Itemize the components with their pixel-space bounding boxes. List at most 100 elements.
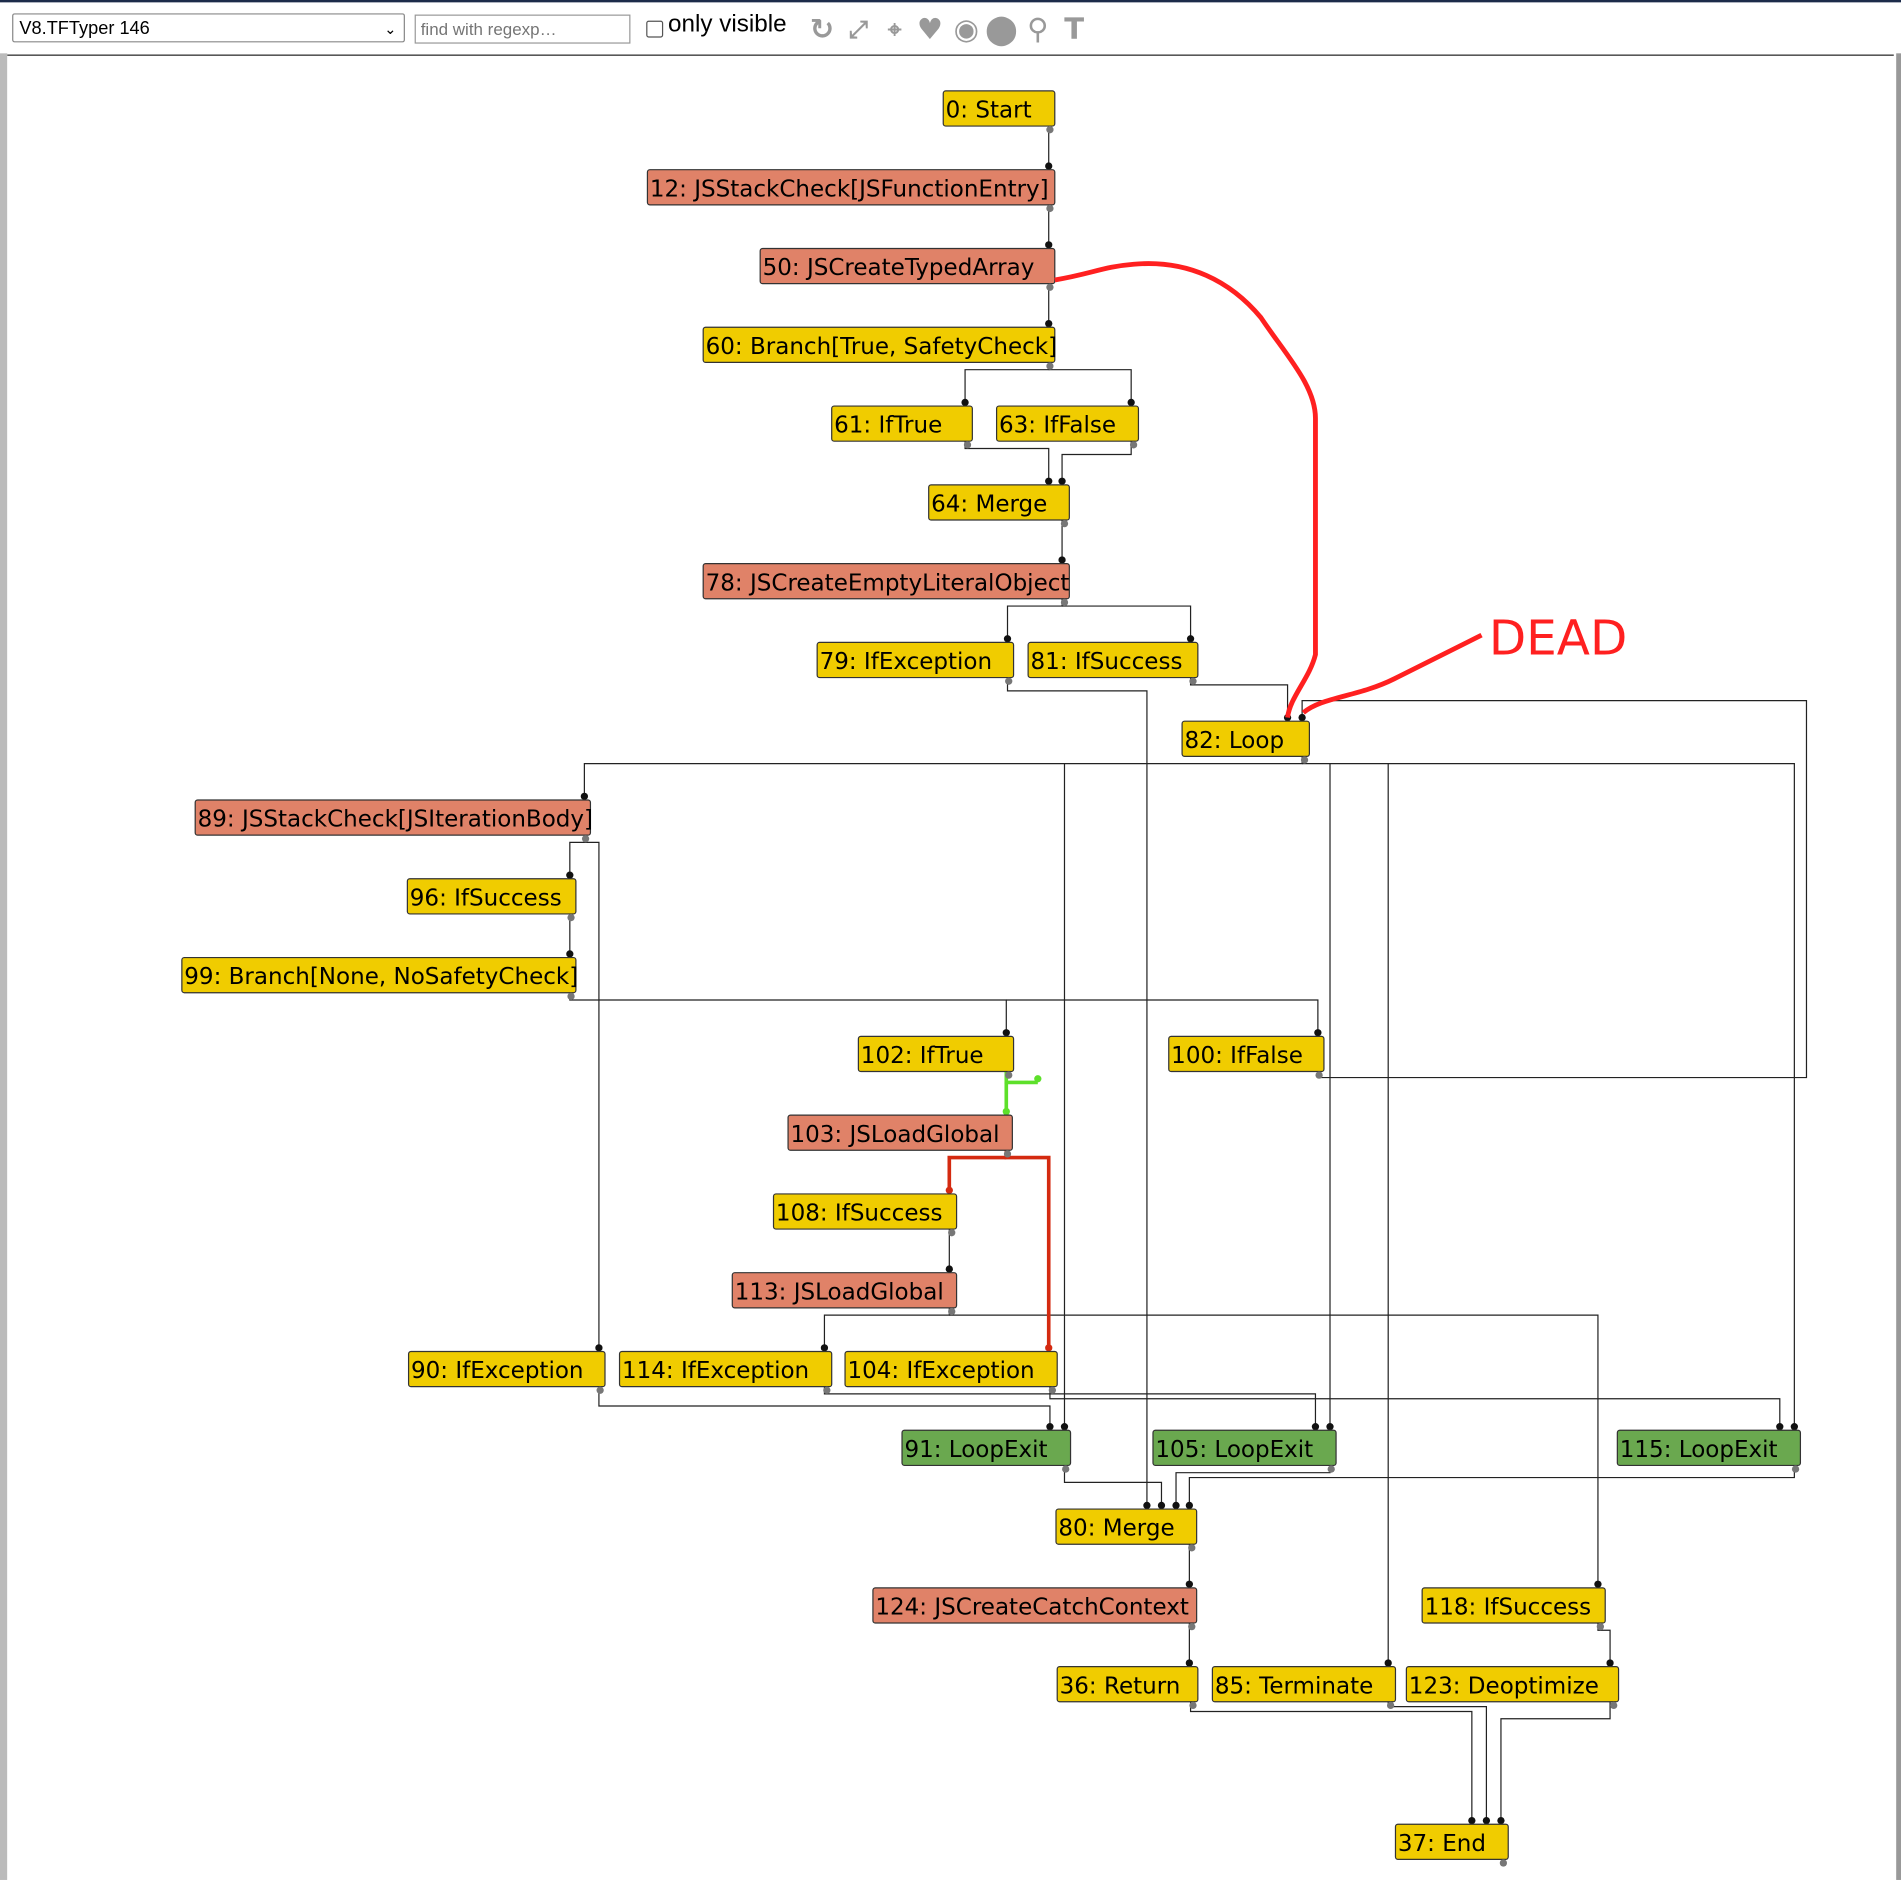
graph-node-105[interactable]: 105: LoopExit [1152,1429,1337,1473]
scrollbar[interactable] [1896,53,1901,1880]
input-port [1314,1029,1322,1037]
edge [569,835,585,879]
eye-icon[interactable]: ◉ [953,12,979,47]
node-label: 108: IfSuccess [776,1201,943,1227]
graph-node-85[interactable]: 85: Terminate [1211,1666,1397,1710]
graph-node-96[interactable]: 96: IfSuccess [406,878,577,922]
node-label: 63: IfFalse [999,413,1116,439]
graph-node-89[interactable]: 89: JSStackCheck[JSIterationBody] [194,799,593,843]
graph-node-99[interactable]: 99: Branch[None, NoSafetyCheck] [181,956,578,1000]
eye-hidden-icon[interactable]: ⬤ [985,12,1018,47]
graph-node-12[interactable]: 12: JSStackCheck[JSFunctionEntry] [646,169,1056,213]
output-port [1499,1859,1508,1867]
graph-node-108[interactable]: 108: IfSuccess [772,1193,958,1237]
text-icon[interactable]: T [1064,12,1085,47]
graph-node-63[interactable]: 63: IfFalse [995,405,1140,449]
node-box [194,799,592,836]
nodes: 0: Start 12: JSStackCheck[JSFunctionEntry… [181,90,1802,1867]
phase-select[interactable]: V8.TFTyper 146⌄ [12,13,405,43]
input-port [1045,1344,1053,1352]
graph-node-113[interactable]: 113: JSLoadGlobal [731,1272,958,1316]
node-label: 0: Start [946,98,1032,124]
graph-node-50[interactable]: 50: JSCreateTypedArray [759,247,1056,291]
edge [823,1307,950,1352]
node-label: 103: JSLoadGlobal [790,1122,999,1148]
graph-node-80[interactable]: 80: Merge [1055,1508,1198,1552]
graph-node-90[interactable]: 90: IfException [407,1350,606,1394]
graph-node-103[interactable]: 103: JSLoadGlobal [787,1114,1013,1158]
node-box [1405,1666,1620,1703]
expand-icon[interactable]: ⤢ [848,14,869,44]
node-label: 123: Deoptimize [1409,1673,1599,1699]
layout-icon[interactable]: ⌖ [887,14,902,44]
graph-node-115[interactable]: 115: LoopExit [1616,1429,1802,1473]
output-port [1046,126,1054,134]
graph-node-60[interactable]: 60: Branch[True, SafetyCheck] [702,326,1057,370]
node-label: 91: LoopExit [904,1437,1047,1463]
graph-node-100[interactable]: 100: IfFalse [1168,1035,1325,1079]
output-port [1005,1071,1013,1079]
node-box [1421,1587,1606,1624]
output-port [1610,1701,1618,1710]
node-box [1181,720,1310,757]
node-box [407,1350,606,1388]
input-port [1172,1501,1180,1510]
node-label: 89: JSStackCheck[JSIterationBody] [198,807,593,833]
graph-node-36[interactable]: 36: Return [1056,1666,1199,1710]
graph-node-64[interactable]: 64: Merge [928,484,1070,528]
heart-icon[interactable]: ♥ [916,12,943,47]
graph-node-81[interactable]: 81: IfSuccess [1027,641,1199,685]
node-label: 102: IfTrue [861,1043,984,1069]
graph-node-118[interactable]: 118: IfSuccess [1421,1587,1606,1631]
graph-node-114[interactable]: 114: IfException [618,1350,833,1394]
input-port [1298,713,1306,722]
graph-node-123[interactable]: 123: Deoptimize [1405,1666,1620,1710]
input-port [566,950,574,958]
graph-node-102[interactable]: 102: IfTrue [857,1035,1015,1079]
edge [1062,605,1192,643]
reload-icon[interactable]: ↻ [809,12,835,47]
graph-node-37[interactable]: 37: End [1394,1823,1509,1867]
graph-node-78[interactable]: 78: JSCreateEmptyLiteralObject [702,563,1070,607]
input-port [1002,1029,1010,1037]
edge [1302,763,1795,1431]
input-port [1060,1423,1069,1431]
edge [1301,699,1808,1079]
node-box [1152,1429,1337,1467]
search-icon[interactable]: ⚲ [1027,12,1049,47]
edge [569,992,1007,1037]
edge [1048,369,1132,407]
output-port [1386,1701,1395,1710]
edge [1189,1701,1473,1825]
output-port [1046,204,1054,213]
input-port [1127,398,1135,407]
graph-node-0[interactable]: 0: Start [942,90,1056,134]
node-label: 80: Merge [1058,1516,1174,1542]
graph-node-91[interactable]: 91: LoopExit [901,1429,1072,1473]
input-port [1034,1075,1042,1083]
input-port [1185,1580,1194,1588]
search-input[interactable] [414,14,631,44]
left-pane-border [0,53,8,1880]
graph-node-61[interactable]: 61: IfTrue [831,405,973,449]
graph-node-79[interactable]: 79: IfException [816,641,1015,685]
graph-node-82[interactable]: 82: Loop [1181,720,1310,764]
graph-node-124[interactable]: 124: JSCreateCatchContext [872,1587,1198,1631]
phase-select-value: V8.TFTyper 146 [19,18,150,39]
output-port [1062,1465,1070,1473]
node-box [928,484,1070,521]
only-visible-checkbox[interactable] [646,20,664,38]
node-label: 105: LoopExit [1155,1437,1313,1463]
node-box [731,1272,958,1309]
node-box [759,247,1056,285]
input-port [1497,1816,1505,1825]
node-label: 115: LoopExit [1620,1437,1778,1463]
node-label: 12: JSStackCheck[JSFunctionEntry] [650,176,1049,202]
input-port [1384,1659,1392,1667]
input-port [1143,1501,1151,1510]
graph-node-104[interactable]: 104: IfException [844,1350,1058,1394]
toolbar: V8.TFTyper 146⌄ only visible ↻ ⤢ ⌖ ♥ ◉ ⬤… [0,2,1901,54]
edge [584,841,600,1352]
